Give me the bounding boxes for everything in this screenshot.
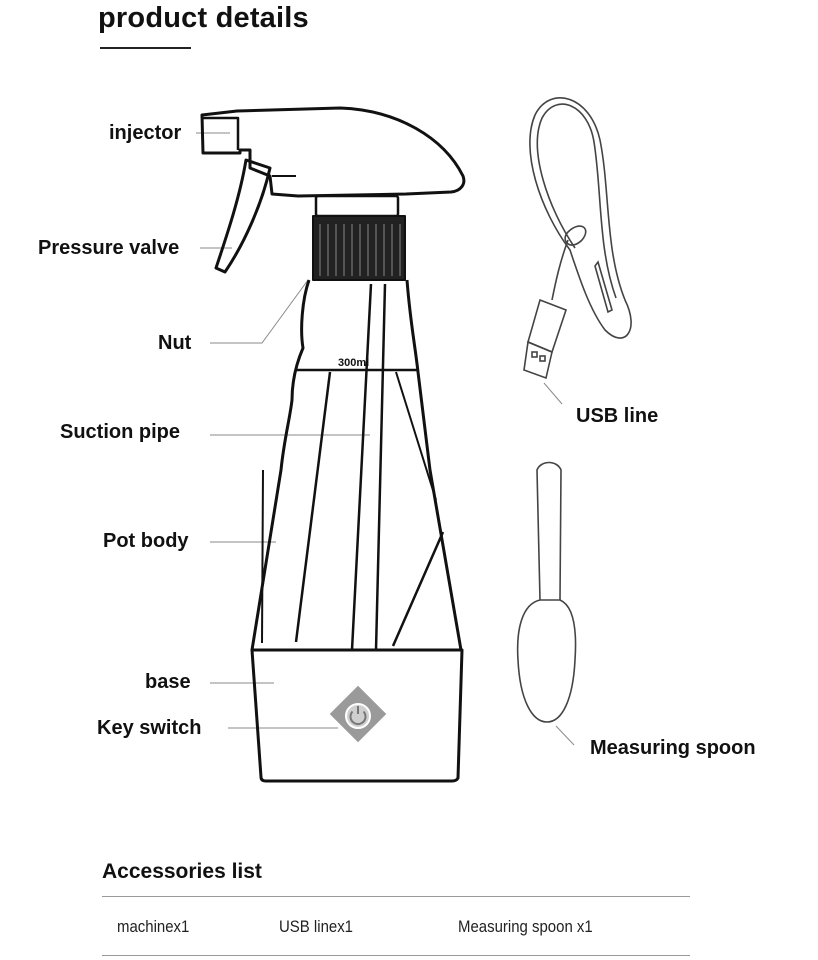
pot-body-contour-right xyxy=(395,371,437,501)
label-measuring-spoon: Measuring spoon xyxy=(590,737,756,759)
nozzle-tip xyxy=(202,116,240,150)
usb-cable-strand xyxy=(536,103,617,299)
label-nut: Nut xyxy=(158,332,192,354)
pot-body-left-edge xyxy=(250,279,311,651)
pot-body-contour-left xyxy=(261,469,264,644)
bottle-neck xyxy=(314,194,400,218)
suction-pipe xyxy=(350,283,373,651)
measuring-spoon xyxy=(516,461,577,723)
accessory-item: USB linex1 xyxy=(279,917,354,936)
leader-measuring-spoon xyxy=(555,725,575,746)
micro-usb-plug xyxy=(594,260,613,314)
usb-cable-tie xyxy=(564,225,587,246)
usb-cable-end xyxy=(551,239,569,301)
trigger-head xyxy=(200,106,466,198)
usb-cable-loop xyxy=(529,97,632,339)
spoon-bowl xyxy=(516,599,577,723)
accessory-item: Measuring spoon x1 xyxy=(458,917,593,936)
pot-body-contour xyxy=(294,371,332,643)
pot-body-right-edge xyxy=(405,279,463,651)
bottle-nut xyxy=(312,215,406,281)
usb-plug-hole xyxy=(531,351,538,358)
bottle-base xyxy=(250,648,464,783)
accessories-top-rule xyxy=(102,896,690,897)
label-usb-line: USB line xyxy=(576,405,659,427)
capacity-label: 300ml xyxy=(338,357,369,369)
leader-lines xyxy=(196,132,575,746)
accessory-item: machinex1 xyxy=(117,917,190,936)
leader-nut xyxy=(210,279,309,344)
key-switch xyxy=(329,685,387,743)
usb-plug-hole-2 xyxy=(539,355,546,362)
usb-plug-tip xyxy=(523,340,553,380)
label-pressure-valve: Pressure valve xyxy=(38,237,180,259)
label-suction-pipe: Suction pipe xyxy=(60,421,180,443)
label-injector: injector xyxy=(109,122,182,144)
leader-usb-line xyxy=(543,382,563,405)
nut-ridges xyxy=(319,224,401,276)
pressure-valve-lever xyxy=(214,158,272,274)
accessories-bottom-rule xyxy=(102,955,690,956)
label-pot-body: Pot body xyxy=(103,530,189,552)
suction-pipe-wall xyxy=(374,283,387,651)
spoon-handle xyxy=(536,461,562,601)
spray-bottle: 300ml xyxy=(200,106,466,783)
pot-body-contour-lower xyxy=(391,531,445,647)
usb-cable xyxy=(523,97,632,380)
accessories-heading: Accessories list xyxy=(102,860,262,883)
power-icon xyxy=(345,703,371,729)
label-key-switch: Key switch xyxy=(97,717,202,739)
title-underline xyxy=(100,47,191,49)
label-base: base xyxy=(145,671,191,693)
page-title: product details xyxy=(98,2,309,34)
